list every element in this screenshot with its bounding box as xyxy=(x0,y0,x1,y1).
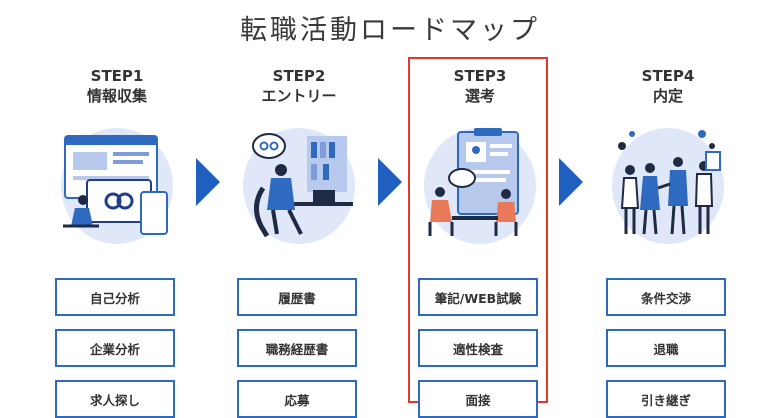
step-item-list: 履歴書 職務経歴書 応募 xyxy=(237,278,361,418)
offer-illustration xyxy=(606,118,730,248)
step-item: 職務経歴書 xyxy=(237,329,357,367)
step-item: 退職 xyxy=(606,329,726,367)
step-number: STEP2 xyxy=(272,67,326,85)
step-number: STEP4 xyxy=(641,67,695,85)
arrow-right-icon xyxy=(196,158,220,206)
step-name: エントリー xyxy=(261,87,337,105)
step-item-list: 自己分析 企業分析 求人探し xyxy=(55,278,179,418)
step-item-list: 筆記/WEB試験 適性検査 面接 xyxy=(418,278,542,418)
step-item: 企業分析 xyxy=(55,329,175,367)
step-name: 選考 xyxy=(464,87,495,105)
step-name: 情報収集 xyxy=(86,87,147,105)
step-number: STEP1 xyxy=(90,67,144,85)
step-column-1: STEP1 情報収集 自己分析 企業分析 求人探し xyxy=(55,66,179,418)
step-item: 引き継ぎ xyxy=(606,380,726,418)
arrow-right-icon xyxy=(378,158,402,206)
step-item-list: 条件交渉 退職 引き継ぎ xyxy=(606,278,730,418)
step-item: 履歴書 xyxy=(237,278,357,316)
page-title: 転職活動ロードマップ xyxy=(240,15,540,46)
selection-illustration xyxy=(418,118,542,248)
step-name: 内定 xyxy=(652,87,683,105)
step-item: 面接 xyxy=(418,380,538,418)
step-item: 筆記/WEB試験 xyxy=(418,278,538,316)
step-number: STEP3 xyxy=(453,67,507,85)
step-item: 自己分析 xyxy=(55,278,175,316)
step-column-2: STEP2 エントリー 履歴書 職務経歴書 応募 xyxy=(237,66,361,418)
step-item: 条件交渉 xyxy=(606,278,726,316)
research-illustration xyxy=(55,118,179,248)
step-column-4: STEP4 内定 条件交渉 退職 引き継ぎ xyxy=(606,66,730,418)
step-item: 適性検査 xyxy=(418,329,538,367)
arrow-right-icon xyxy=(559,158,583,206)
step-item: 求人探し xyxy=(55,380,175,418)
step-item: 応募 xyxy=(237,380,357,418)
step-column-3: STEP3 選考 筆記/WEB試験 適性検査 面接 xyxy=(418,66,542,418)
entry-illustration xyxy=(237,118,361,248)
